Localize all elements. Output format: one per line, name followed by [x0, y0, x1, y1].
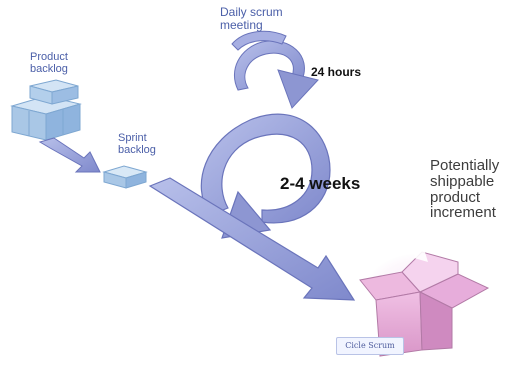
- daily-scrum-loop-arrow: [232, 31, 318, 108]
- increment-label-line-3: product: [430, 190, 499, 206]
- backlog-to-sprint-arrow: [40, 138, 100, 172]
- product-backlog-label-line-1: Product: [30, 52, 68, 64]
- product-backlog-label: Product backlog: [30, 52, 68, 75]
- sprint-backlog-label: Sprint backlog: [118, 133, 156, 156]
- daily-scrum-meeting-label: Daily scrum meeting: [220, 6, 283, 31]
- product-increment-label: Potentially shippable product increment: [430, 158, 499, 221]
- twenty-four-hours-label: 24 hours: [311, 66, 361, 79]
- increment-label-line-1: Potentially: [430, 158, 499, 174]
- increment-label-line-2: shippable: [430, 174, 499, 190]
- sprint-cycle-arrow: [150, 114, 354, 300]
- daily-scrum-label-line-2: meeting: [220, 19, 283, 32]
- two-four-weeks-label: 2-4 weeks: [280, 175, 360, 193]
- sprint-backlog-label-line-2: backlog: [118, 145, 156, 157]
- product-backlog-label-line-2: backlog: [30, 64, 68, 76]
- sprint-backlog-block: [104, 166, 146, 188]
- sprint-backlog-label-line-1: Sprint: [118, 133, 156, 145]
- daily-scrum-label-line-1: Daily scrum: [220, 6, 283, 19]
- product-backlog-blocks: [12, 80, 80, 140]
- increment-label-line-4: increment: [430, 205, 499, 221]
- cicle-scrum-tag: Cicle Scrum: [336, 337, 404, 355]
